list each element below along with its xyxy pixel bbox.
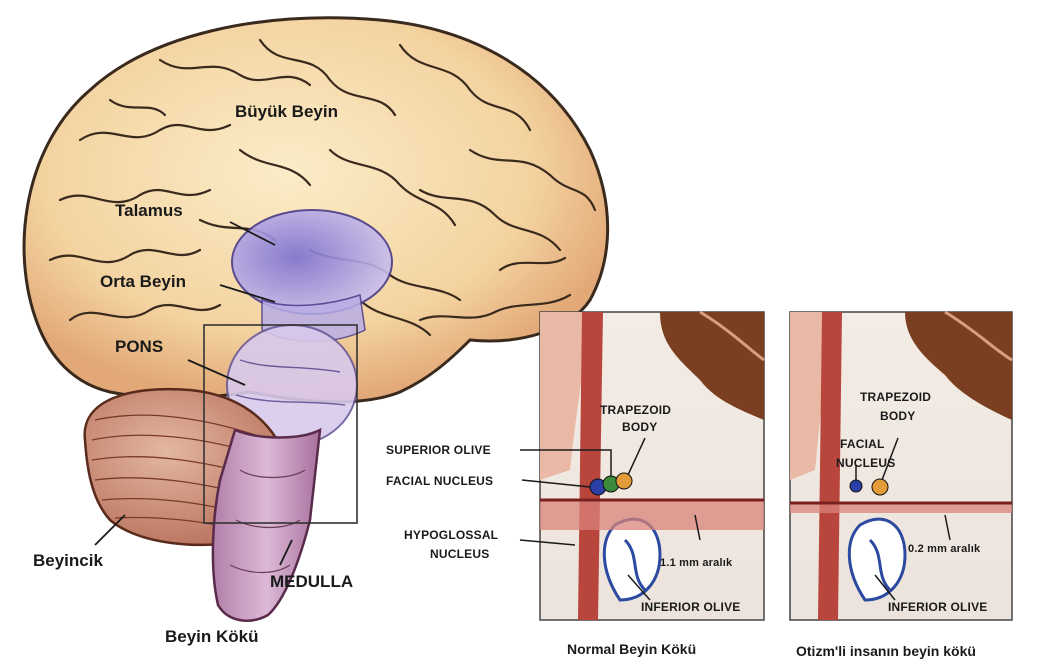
superior-olive-label: SUPERIOR OLIVE [386,443,491,457]
brainstem-structure [213,430,320,621]
normal-panel-caption: Normal Beyin Kökü [567,641,696,657]
medulla-label: MEDULLA [270,572,353,592]
autism-panel-caption: Otizm'li insanın beyin kökü [796,643,976,659]
cerebrum-label: Büyük Beyin [235,102,338,122]
normal-facial-nucleus-label: FACIAL NUCLEUS [386,474,493,488]
autism-spacing-label: 0.2 mm aralık [908,543,980,555]
autism-facial-line2: NUCLEUS [836,456,895,470]
normal-trapezoid-line1: TRAPEZOID [600,403,671,417]
autism-trapezoid-line1: TRAPEZOID [860,390,931,404]
hypoglossal-line1: HYPOGLOSSAL [404,528,498,542]
autism-inferior-olive-label: INFERIOR OLIVE [888,600,987,614]
normal-inferior-olive-label: INFERIOR OLIVE [641,600,740,614]
normal-trapezoid-line2: BODY [622,420,657,434]
thalamus-label: Talamus [115,201,183,221]
autism-facial-line1: FACIAL [840,437,885,451]
normal-brainstem-panel [540,312,764,620]
midbrain-label: Orta Beyin [100,272,186,292]
autism-brainstem-panel [790,312,1012,620]
cerebellum-label: Beyincik [33,551,103,571]
autism-trapezoid-line2: BODY [880,409,915,423]
normal-spacing-label: 1.1 mm aralık [660,557,732,569]
pons-label: PONS [115,337,163,357]
hypoglossal-line2: NUCLEUS [430,547,489,561]
brainstem-label: Beyin Kökü [165,627,259,647]
